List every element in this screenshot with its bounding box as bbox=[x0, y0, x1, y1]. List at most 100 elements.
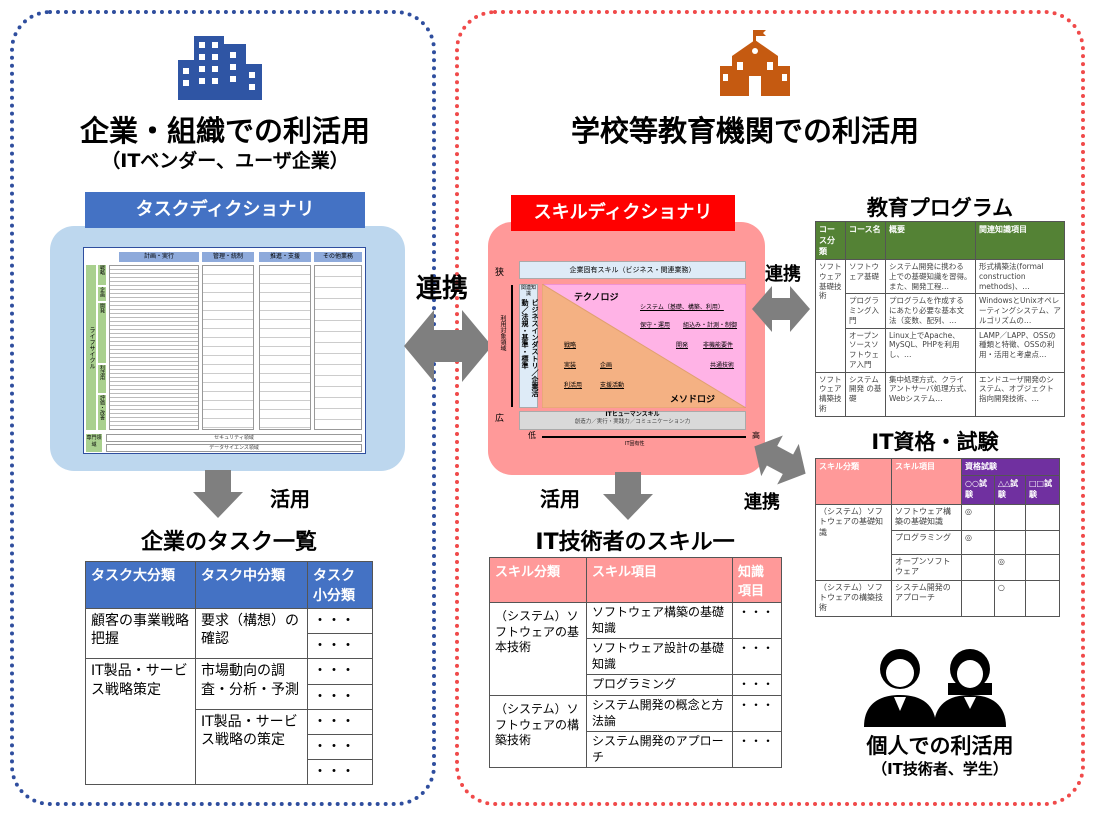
link-label-cert: 連携 bbox=[744, 492, 780, 513]
cell: LAMP／LAPP、OSSの 種類と特徴、OSSの利 用・活用と考慮点… bbox=[975, 327, 1065, 373]
mark: ◎ bbox=[993, 553, 1027, 581]
cell: オープンソースソフトウェア入門 bbox=[845, 327, 886, 373]
cell: システム開発の概念と方法論 bbox=[586, 694, 733, 733]
col-header: タスク小分類 bbox=[307, 561, 373, 609]
cell: ・・・ bbox=[732, 694, 782, 733]
phase: 戦略 bbox=[98, 265, 106, 285]
method-item: 企画 bbox=[600, 362, 613, 369]
cell: プログラミング入門 bbox=[845, 293, 886, 329]
cell: ・・・ bbox=[732, 674, 782, 696]
task-dictionary-image[interactable]: 計画・実行 管理・統制 推進・支援 その他業務 ライフサイクル 戦略 企画 開発… bbox=[83, 247, 366, 454]
table-row: ソフトウェア基礎技術ソフトウェア基礎システム開発に携わる 上での基礎知識を習得。… bbox=[815, 258, 1065, 373]
table-row: プログラミング入門プログラムを作成する にあたり必要な基本文 法（変数、配列、…… bbox=[816, 293, 1065, 329]
tech-item: 開発 bbox=[676, 342, 689, 349]
human-skill-title: ITヒューマンスキル bbox=[605, 411, 660, 418]
cell: WindowsとUnixオペレーティングシステム、アルゴリズムの… bbox=[975, 293, 1065, 329]
use-label-right: 活用 bbox=[540, 487, 580, 511]
cert-title: IT資格・試験 bbox=[871, 430, 999, 454]
mark: ◎ bbox=[961, 529, 995, 555]
school-title: 学校等教育機関での利活用 bbox=[570, 114, 919, 148]
col-header: スキル項目 bbox=[586, 557, 733, 603]
table-row: （システム）ソフトウェアの構築技術システム開発の概念と方法論・・・ bbox=[489, 694, 782, 769]
x-high-label: 高 bbox=[752, 431, 760, 440]
edu-title: 教育プログラム bbox=[866, 196, 1014, 220]
mark: ◎ bbox=[961, 504, 995, 531]
task-block bbox=[109, 265, 199, 430]
cell: ・・・ bbox=[307, 683, 373, 710]
table-row: （システム）ソフトウェアの構築技術システム開発のアプローチ○ bbox=[815, 579, 1060, 617]
cell: オープンソフトウェア bbox=[891, 553, 962, 581]
table-row: オープンソフトウェア ◎ bbox=[816, 553, 1060, 581]
task-dictionary-label: タスクディクショナリ bbox=[85, 192, 365, 228]
table-row: ソフトウェア構築技術システム開発 の基礎集中処理方式、クライ アントサーバ処理方… bbox=[815, 371, 1065, 417]
method-item: 支援活動 bbox=[600, 382, 625, 389]
x-low-label: 低 bbox=[528, 431, 536, 440]
table-row: ・・・ bbox=[86, 733, 373, 761]
col-header: スキル項目 bbox=[891, 458, 962, 505]
table-row: ソフトウェア設計の基礎知識・・・ bbox=[490, 638, 782, 676]
task-table: タスク大分類タスク中分類タスク小分類 顧客の事業戦略把握要求（構想）の確認・・・… bbox=[85, 561, 373, 786]
phase: 企画 bbox=[98, 287, 106, 301]
cell: ・・・ bbox=[307, 759, 373, 786]
cell: （システム）ソフトウェアの基本技術 bbox=[489, 602, 587, 696]
table-row: （システム）ソフトウェアの基本技術ソフトウェア構築の基礎知識・・・ bbox=[489, 601, 782, 696]
table-row: （システム）ソフトウェアの基礎知識ソフトウェア構築の基礎知識◎ bbox=[815, 504, 1060, 581]
business-industry: ビジネスインダストリ／企業活動／法規・基準・標準 bbox=[521, 299, 539, 397]
cell: IT製品・サービス戦略策定 bbox=[85, 658, 196, 786]
enterprise-frame bbox=[10, 10, 436, 806]
cell: 市場動向の調査・分析・予測 bbox=[195, 658, 308, 710]
y-top-label: 狭 bbox=[495, 268, 505, 278]
tech-item: 保守・運用 bbox=[640, 322, 671, 329]
task-block bbox=[259, 265, 311, 430]
cell: ・・・ bbox=[732, 638, 782, 676]
tech-item: システム（基礎、構築、利用） bbox=[640, 304, 724, 311]
specialty-row: データサイエンス領域 bbox=[106, 444, 362, 452]
cert-table: スキル分類スキル項目資格試験 ○○試験△△試験□□試験 （システム）ソフトウェア… bbox=[815, 457, 1060, 617]
cell: 集中処理方式、クライ アントサーバ処理方式、Webシステム… bbox=[885, 371, 976, 417]
link-label-edu: 連携 bbox=[765, 264, 801, 285]
task-block bbox=[202, 265, 254, 430]
cell: ・・・ bbox=[307, 708, 373, 735]
top-band: 企業固有スキル（ビジネス・関連業務） bbox=[519, 261, 746, 279]
exam-header: △△試験 bbox=[993, 475, 1027, 505]
cell: ・・・ bbox=[307, 633, 373, 660]
double-arrow-icon bbox=[752, 286, 810, 332]
table-row: 顧客の事業戦略把握要求（構想）の確認・・・ bbox=[85, 607, 373, 660]
cell: プログラミング bbox=[891, 529, 962, 555]
skills-title: IT技術者のスキル一 bbox=[535, 530, 735, 555]
cell: ソフトウェア設計の基礎知識 bbox=[586, 638, 733, 676]
col-header: 知識項目 bbox=[732, 557, 782, 603]
cell: ソフトウェア構築の基礎知識 bbox=[586, 601, 733, 640]
task-block bbox=[314, 265, 362, 430]
skill-map[interactable]: 狭 広 利用対象領域 企業固有スキル（ビジネス・関連業務） 関連知識 ビジネスイ… bbox=[490, 255, 760, 455]
edu-table: コース分類コース名概要関連知識項目 ソフトウェア基礎技術ソフトウェア基礎システム… bbox=[815, 221, 1065, 417]
human-skill-sub: 創造力／実行・実践力／コミュニケーション力 bbox=[574, 418, 691, 425]
technology-label: テクノロジ bbox=[574, 293, 619, 303]
exam-header: □□試験 bbox=[1025, 475, 1060, 505]
dict-header: 管理・統制 bbox=[202, 252, 254, 262]
lifecycle-label: ライフサイクル bbox=[86, 265, 96, 430]
phase: 利活用 bbox=[98, 365, 106, 393]
col-header: コース名 bbox=[845, 221, 886, 260]
task-list-title: 企業のタスク一覧 bbox=[140, 530, 317, 555]
cell: システム開発のアプローチ bbox=[586, 731, 733, 769]
y-bottom-label: 広 bbox=[495, 414, 505, 424]
school-frame bbox=[455, 10, 1085, 806]
cell: プログラミング bbox=[586, 674, 733, 696]
people-icon bbox=[864, 649, 1006, 727]
double-arrow-icon bbox=[404, 310, 492, 382]
cell: （システム）ソフトウェアの構築技術 bbox=[489, 694, 587, 769]
col-header: 資格試験 bbox=[961, 457, 1060, 477]
col-header: 関連知識項目 bbox=[975, 221, 1065, 260]
cell: エンドユーザ開発のシステム、オブジェクト 指向開発技術、… bbox=[975, 371, 1065, 417]
cell: IT製品・サービス戦略の策定 bbox=[195, 708, 308, 786]
enterprise-title: 企業・組織での利活用 bbox=[79, 114, 370, 148]
cell: ソフトウェア構築の基礎知識 bbox=[891, 504, 962, 531]
phase: 開発 bbox=[98, 303, 106, 363]
use-label-left: 活用 bbox=[270, 487, 310, 511]
down-arrow-icon bbox=[603, 472, 653, 520]
cell: プログラムを作成する にあたり必要な基本文 法（変数、配列、… bbox=[885, 293, 976, 329]
double-arrow-icon bbox=[754, 435, 806, 485]
cell: ・・・ bbox=[307, 658, 373, 685]
